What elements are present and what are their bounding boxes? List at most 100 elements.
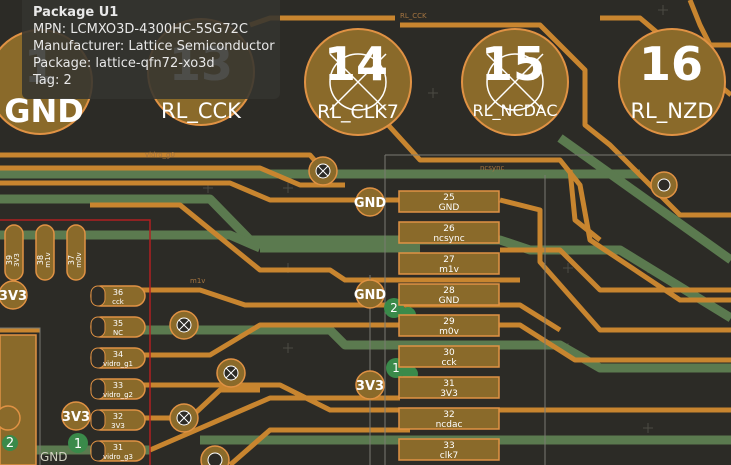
via[interactable]: GND [354,187,387,217]
component-outlines [0,154,731,465]
trace-label: vidro_g0 [145,151,175,159]
big-pad[interactable]: 15 RL_NCDAC [461,28,569,136]
pin-net: m0v [75,252,83,267]
pin-net: vidro_g2 [103,391,133,399]
via[interactable] [650,171,678,199]
pin-number: 39 [5,255,14,265]
pin-net: vidro_g3 [103,453,133,461]
tooltip-line: MPN: LCMXO3D-4300HC-5SG72C [33,22,248,37]
pin-number: 31 [443,379,454,389]
tooltip-line: Tag: 2 [33,73,72,88]
trace-label: RL_CCK [400,12,427,20]
pin-number: 31 [113,443,123,452]
pin-number: 36 [113,288,123,297]
via[interactable] [169,310,199,340]
big-pad[interactable]: 14 RL_CLK7 [304,28,412,136]
via[interactable]: 3V3 [355,370,385,400]
silkscreen-label: GND [40,450,68,464]
pin-number: 30 [443,348,455,358]
right-pin-column[interactable]: 25GND26ncsync27m1v28GND29m0v30cck313V332… [398,190,500,461]
big-pad-net: RL_NZD [630,99,713,124]
big-pad[interactable]: 16 RL_NZD [618,28,726,136]
pin-number: 32 [443,410,454,420]
pin-net: clk7 [440,451,458,461]
keepout-outline [0,219,151,465]
pin-net: ncsync [433,234,464,244]
via[interactable] [216,358,246,388]
left-pin-column[interactable]: 36cck35NC34vidro_g133vidro_g2323V331vidr… [90,285,146,462]
big-pad-net: RL_CLK7 [317,101,399,123]
inner-via-label: 1 [392,361,400,375]
trace-label: m1v [190,277,205,285]
big-pad-number: 16 [639,37,703,91]
pin-net: m0v [439,327,459,337]
pin-number: 38 [36,255,45,265]
pin-number: 33 [113,381,123,390]
pin-net: m1v [44,252,52,267]
pin-number: 37 [67,255,76,265]
pin-net: GND [439,203,460,213]
big-pad-net: RL_NCDAC [472,101,557,121]
pin-net: vidro_g1 [103,360,133,368]
inner-via-label: 2 [6,436,14,451]
pin-number: 35 [113,319,123,328]
pin-net: NC [113,329,123,337]
via[interactable]: 3V3 [61,401,91,431]
tooltip-line: Package: lattice-qfn72-xo3d [33,56,215,71]
pin-number: 28 [443,286,455,296]
via-label: GND [354,196,387,211]
inner-via-label: 1 [74,437,82,452]
pin-number: 32 [113,412,123,421]
via-label: 3V3 [0,289,27,304]
big-pad-number: 14 [324,37,388,91]
via[interactable] [169,403,199,433]
pin-net: ncdac [436,420,463,430]
pin-number: 33 [443,441,454,451]
via[interactable]: 3V3 [0,280,28,310]
inner-vias[interactable]: 2 1 1 2 [2,298,418,453]
pin-number: 29 [443,317,455,327]
pin-net: cck [112,298,125,306]
pin-net: m1v [439,265,459,275]
big-pad-number: 15 [481,37,545,91]
pin-number: 27 [443,255,454,265]
inner-via[interactable]: 2 [2,435,18,451]
vias[interactable]: GND GND 3V3 3V3 3V3 [0,156,678,465]
pin-net: GND [439,296,460,306]
pin-number: 26 [443,224,455,234]
pin-net: 3V3 [440,389,458,399]
via[interactable] [0,405,21,431]
via[interactable] [200,445,230,465]
via-label: 3V3 [62,410,90,425]
trace-label: ncsync [480,164,505,172]
tooltip-line: Manufacturer: Lattice Semiconductor [33,39,275,54]
inner-via-label: 2 [390,301,398,315]
via[interactable]: GND [354,279,387,309]
pin-number: 34 [113,350,123,359]
package-tooltip: Package U1 MPN: LCMXO3D-4300HC-5SG72C Ma… [22,0,280,99]
pin-net: 3V3 [111,422,125,430]
via[interactable] [308,156,338,186]
inner-via[interactable]: 1 [68,433,88,453]
